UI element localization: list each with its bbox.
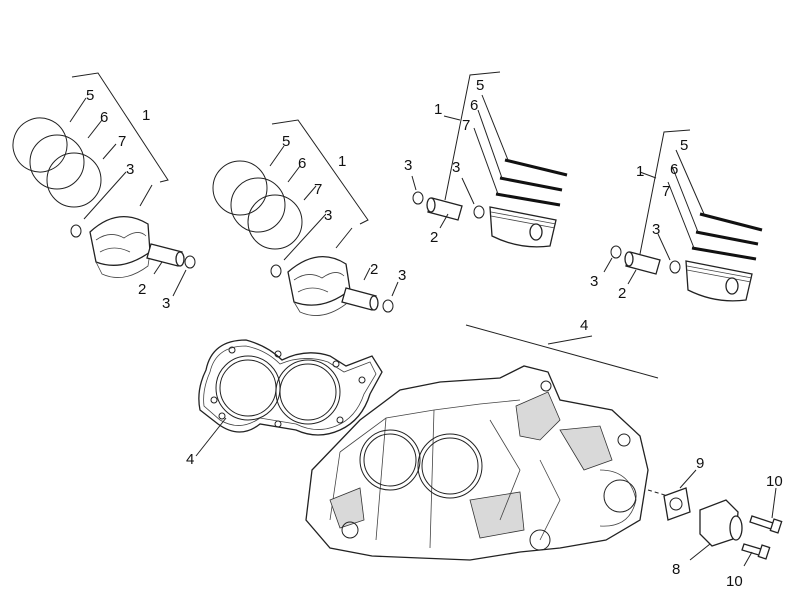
piston-ring-c-7 — [495, 192, 561, 207]
callout-d2: 2 — [618, 285, 626, 302]
piston-group-d — [603, 129, 763, 302]
callout-10-lower: 10 — [726, 573, 743, 590]
circlip-c-right — [473, 205, 485, 219]
callout-d1: 1 — [636, 163, 644, 180]
callout-c2: 2 — [430, 229, 438, 246]
bolt-upper — [749, 487, 783, 534]
callout-10-upper: 10 — [766, 473, 783, 490]
callout-a5: 5 — [86, 87, 94, 104]
callout-gasket-4: 4 — [186, 451, 194, 468]
callout-b6: 6 — [298, 155, 306, 172]
piston-ring-d-7 — [691, 246, 757, 261]
piston-ring-a-7 — [46, 152, 102, 208]
callout-c1: 1 — [434, 101, 442, 118]
callout-a3-upper: 3 — [126, 161, 134, 178]
piston-ring-a-6 — [29, 134, 85, 190]
engine-block — [305, 324, 669, 561]
piston-ring-b-7 — [247, 194, 303, 250]
piston-ring-b-6 — [230, 177, 286, 233]
piston-ring-d-6 — [695, 230, 759, 246]
piston-pin-a — [146, 243, 185, 267]
piston-d — [685, 260, 753, 302]
callout-b1: 1 — [338, 153, 346, 170]
piston-b — [287, 256, 351, 316]
callout-d7: 7 — [662, 183, 670, 200]
piston-c — [489, 206, 557, 248]
callout-c5: 5 — [476, 77, 484, 94]
callout-8: 8 — [672, 561, 680, 578]
callout-b5: 5 — [282, 133, 290, 150]
callout-d3-lower: 3 — [590, 273, 598, 290]
circlip-a-left — [70, 224, 82, 238]
callout-b3-upper: 3 — [324, 207, 332, 224]
piston-ring-b-5 — [212, 160, 268, 216]
callout-a1: 1 — [142, 107, 150, 124]
callout-c3-left: 3 — [404, 157, 412, 174]
callout-a7: 7 — [118, 133, 126, 150]
circlip-a-right — [184, 255, 196, 269]
piston-a — [89, 216, 151, 278]
callout-b7: 7 — [314, 181, 322, 198]
piston-pin-c — [426, 197, 463, 221]
callout-c7: 7 — [462, 117, 470, 134]
bolt-lower — [741, 543, 771, 567]
piston-ring-c-6 — [499, 176, 563, 192]
callout-a2: 2 — [138, 281, 146, 298]
circlip-d-left — [610, 245, 622, 259]
callout-d6: 6 — [670, 161, 678, 178]
callout-c3-right: 3 — [452, 159, 460, 176]
callout-b2: 2 — [370, 261, 378, 278]
piston-ring-c-5 — [504, 158, 568, 177]
circlip-d-right — [669, 260, 681, 274]
callout-9: 9 — [696, 455, 704, 472]
piston-group-b — [212, 119, 399, 316]
circlip-b-left — [270, 264, 282, 278]
piston-group-a — [12, 72, 196, 297]
callout-d5: 5 — [680, 137, 688, 154]
callout-c6: 6 — [470, 97, 478, 114]
callout-a3-lower: 3 — [162, 295, 170, 312]
callout-d3-upper: 3 — [652, 221, 660, 238]
cover-plate — [689, 499, 743, 561]
piston-ring-d-5 — [699, 212, 763, 232]
callout-block-4: 4 — [580, 317, 588, 334]
head-gasket — [195, 339, 383, 457]
callout-b3-lower: 3 — [398, 267, 406, 284]
piston-ring-a-5 — [12, 117, 68, 173]
circlip-c-left — [412, 191, 424, 205]
callout-a6: 6 — [100, 109, 108, 126]
piston-pin-b — [341, 287, 379, 311]
piston-group-c — [411, 71, 568, 248]
cover-gasket — [663, 469, 697, 521]
circlip-b-right — [382, 299, 394, 313]
piston-pin-d — [624, 251, 661, 275]
